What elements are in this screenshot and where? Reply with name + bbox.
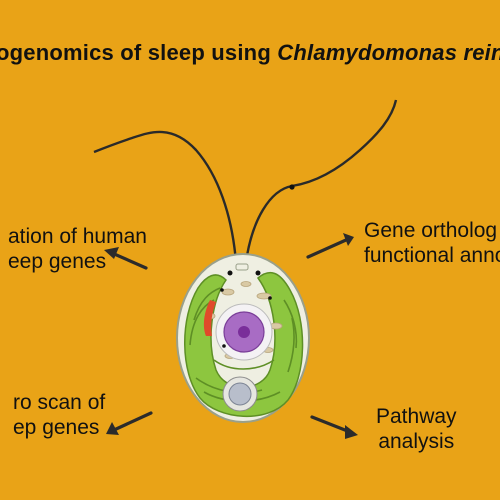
label-top-right: Gene ortholog functional annot (364, 218, 500, 268)
left-flagellum (93, 130, 238, 263)
arrow-up-left-icon (110, 251, 148, 270)
diagram-title: ogenomics of sleep using Chlamydomonas r… (0, 40, 500, 66)
title-prefix: ogenomics of sleep using (0, 40, 278, 65)
arrowhead-down-right (345, 425, 358, 439)
right-flagellum (244, 99, 398, 263)
label-top-left-line2: eep genes (8, 250, 107, 273)
eyespot (203, 300, 216, 336)
arrow-down-left-icon (112, 411, 153, 432)
apical-papilla (235, 263, 249, 271)
label-top-left: ation of human eep genes (8, 224, 147, 274)
label-bottom-right-line1: Pathway (376, 405, 457, 428)
label-bottom-right: Pathway analysis (376, 404, 457, 454)
arrow-up-right-icon (306, 238, 348, 259)
label-bottom-left-line2: ep genes (13, 416, 100, 439)
arrowhead-up-left (104, 247, 119, 259)
label-bottom-left-line1: ro scan of (13, 391, 106, 414)
basal-bodies (220, 270, 272, 348)
flagellum-bead (289, 184, 295, 190)
label-bottom-left: ro scan of ep genes (13, 390, 105, 440)
pyrenoid (228, 382, 252, 406)
title-species: Chlamydomonas reinh (277, 40, 500, 65)
arrowhead-down-left (106, 422, 119, 435)
arrow-down-right-icon (310, 415, 352, 434)
label-top-left-line1: ation of human (8, 225, 147, 248)
label-bottom-right-line2: analysis (378, 430, 455, 453)
arrowhead-up-right (343, 233, 354, 246)
label-top-right-line2: functional annot (364, 244, 500, 267)
label-top-right-line1: Gene ortholog (364, 219, 498, 242)
nucleolus (238, 326, 250, 338)
chloroplast (184, 271, 304, 418)
